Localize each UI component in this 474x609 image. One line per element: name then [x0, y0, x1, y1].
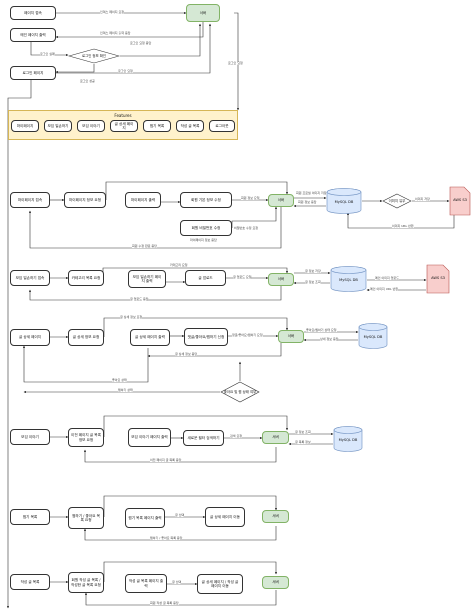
feature-story[interactable]: 모임 이야기 [77, 120, 105, 132]
edge-label: 이미지 저장 [415, 197, 430, 202]
edge-label: 글 업로드 요청 [233, 275, 252, 280]
edge-label: 카테고리 요청 [170, 263, 188, 268]
gather-out-node: 모임 일손하기 페이지 출력 [128, 270, 166, 288]
detail-actions-node: 댓글/좋아요/찜하기 신청 [184, 328, 228, 346]
myposts-access-node: 작성 글 목록 [10, 574, 50, 590]
edge-label: 글 정보 조회 [295, 430, 311, 435]
feature-gather[interactable]: 모임 일손하기 [44, 120, 72, 132]
edge-label: 로그인 요청 응답 [130, 41, 152, 46]
myposts-list-req-node: 회원 작성 글 목록 / 작성한 글 목록 요청 [68, 572, 104, 593]
wish-out-node: 찜기 목록 페이지 출력 [125, 508, 165, 528]
story-search-node: 새로운 필터 검색하기 [183, 430, 224, 446]
mypage-db-icon [326, 188, 362, 214]
gather-db-label: MySQL DB [339, 278, 358, 282]
gather-s3-icon [426, 264, 450, 294]
mypage-out-node: 마이페이지 출력 [125, 192, 161, 208]
wish-list-req-node: 찜하기 / 좋아요 목록 요청 [68, 507, 104, 529]
edge-label: 글 상세 정보 요청 [120, 315, 143, 320]
gather-write-node: 글 업로드 [185, 270, 226, 286]
mypage-s3-icon [449, 186, 471, 216]
feature-mypage[interactable]: 마이페이지 [11, 120, 39, 132]
feature-myposts[interactable]: 작성 글 목록 [176, 120, 204, 132]
edge-label: 인덱스 페이지 출력 응답 [100, 31, 131, 36]
story-list-req-node: 이전 페이지 글 목록 정보 요청 [68, 428, 104, 447]
story-db-icon [333, 426, 363, 452]
mypage-access-node: 마이페이지 접속 [10, 192, 50, 208]
edge-label: 인덱스 페이지 요청 [100, 10, 124, 15]
wish-detail-node: 글 상세 페이지 이동 [205, 507, 245, 527]
edge-label: 이전 페이지 글 목록 응답 [150, 458, 182, 463]
edge-label: 글 업로드 응답 [130, 297, 149, 302]
story-server-node: 서버 [262, 431, 289, 444]
edge-label: 글 선택 [175, 513, 185, 518]
gather-server-node: 서버 [268, 273, 294, 286]
detail-db-label: MySQL DB [363, 335, 383, 339]
edge-label: 좋아요/찜하기 상태 요청 [306, 328, 337, 333]
edge-label: 글 목록 정보 [295, 440, 311, 445]
mypage-image-decision-label: 이미지 유무 [388, 199, 406, 203]
login-page-node: 로그인 페이지 [10, 66, 56, 80]
login-check-decision [68, 48, 120, 64]
edge-label: 로그인 요청 [228, 61, 243, 66]
gather-access-node: 모임 일손하기 접속 [10, 270, 50, 286]
edge-label: 로그인 요청 [118, 69, 133, 74]
page-access-node: 페이지 접속 [10, 6, 56, 20]
edge-label: 좋아요 상태 [112, 378, 127, 383]
gather-s3-label: AWS S3 [431, 276, 445, 280]
features-title: Features [114, 113, 132, 118]
login-check-label: 로그인 정보 확인 [82, 54, 106, 58]
main-page-node: 메인 페이지 출력 [10, 28, 56, 42]
mypage-s3-label: AWS S3 [453, 198, 467, 202]
edge-label: 찜하기 / 좋아요 목록 응답 [150, 536, 183, 541]
detail-out-node: 글 상세 페이지 출력 [130, 329, 170, 346]
edge-label: 회원 정보 요청 [241, 196, 260, 201]
edge-label: 글 선택 [172, 580, 182, 585]
feature-wishlist[interactable]: 찜기 목록 [143, 120, 171, 132]
edge-label: 글 상세 정보 응답 [175, 352, 198, 357]
mypage-db-label: MySQL DB [334, 200, 354, 204]
detail-like-decision [220, 381, 260, 403]
edge-label: 글 정보 저장 [305, 269, 321, 274]
edge-label: 회원 정보 응답 [298, 200, 317, 205]
detail-like-decision-label: 좋아요 및 찜 상태 여부 [223, 390, 257, 394]
myposts-server-node: 서버 [262, 576, 289, 589]
feature-detail[interactable]: 글 상세 페이지 [110, 120, 138, 132]
edge-label: 메인 이미지 업로드 [375, 276, 399, 281]
gather-db-icon [330, 266, 367, 292]
mypage-server-node: 서버 [268, 194, 294, 207]
edge-label: 검색 요청 [230, 434, 242, 439]
wish-server-node: 서버 [262, 510, 289, 523]
mypage-image-decision [382, 193, 412, 209]
myposts-detail-node: 글 상세 페이지 / 작성 글 페이지 이동 [197, 574, 243, 594]
story-db-label: MySQL DB [338, 438, 358, 442]
edge-label: 메인 이미지 URL 반환 [370, 287, 399, 292]
edge-label: 마이페이지 정보 응답 [190, 238, 217, 243]
server-node-top: 서버 [186, 4, 220, 22]
edge-label: 찜하기 상태 [118, 388, 133, 393]
mypage-pw-node: 회원 비밀번호 수정 [180, 220, 232, 236]
mypage-info-req-node: 마이페이지 정보 요청 [64, 192, 106, 208]
detail-access-node: 글 상세 페이지 [10, 329, 50, 346]
edge-label: 회원 수정 완료 응답 [132, 244, 157, 249]
mypage-edit-node: 회원 기본 정보 수정 [180, 192, 232, 208]
feature-logout[interactable]: 로그아웃 [209, 120, 235, 132]
detail-info-req-node: 글 상세 정보 요청 [68, 329, 104, 346]
story-out-node: 모임 이야기 페이지 출력 [128, 428, 171, 447]
detail-server-node: 서버 [278, 330, 304, 343]
edge-label: 로그인 성공 [80, 79, 95, 84]
gather-cat-req-node: 카테고리 목록 요청 [68, 270, 104, 286]
myposts-out-node: 작성 글 목록 페이지 출력 [125, 574, 167, 593]
edge-label: 비밀번호 수정 요청 [234, 226, 258, 231]
edge-label: 로그인 실패 [40, 52, 55, 57]
edge-label: 댓글/좋아요/찜하기 요청 [232, 333, 263, 338]
edge-label: 회원 프로필 이미지 저장 [296, 191, 327, 196]
edge-label: 상세 정보 응답 [320, 337, 339, 342]
edge-label: 글 정보 조회 [305, 280, 321, 285]
wish-access-node: 찜기 목록 [10, 509, 50, 525]
edge-label: 이미지 URL 반환 [392, 224, 414, 229]
story-access-node: 모임 이야기 [10, 429, 50, 445]
detail-db-icon [358, 323, 388, 349]
edge-label: 회원 작성 글 목록 응답 [150, 601, 179, 606]
